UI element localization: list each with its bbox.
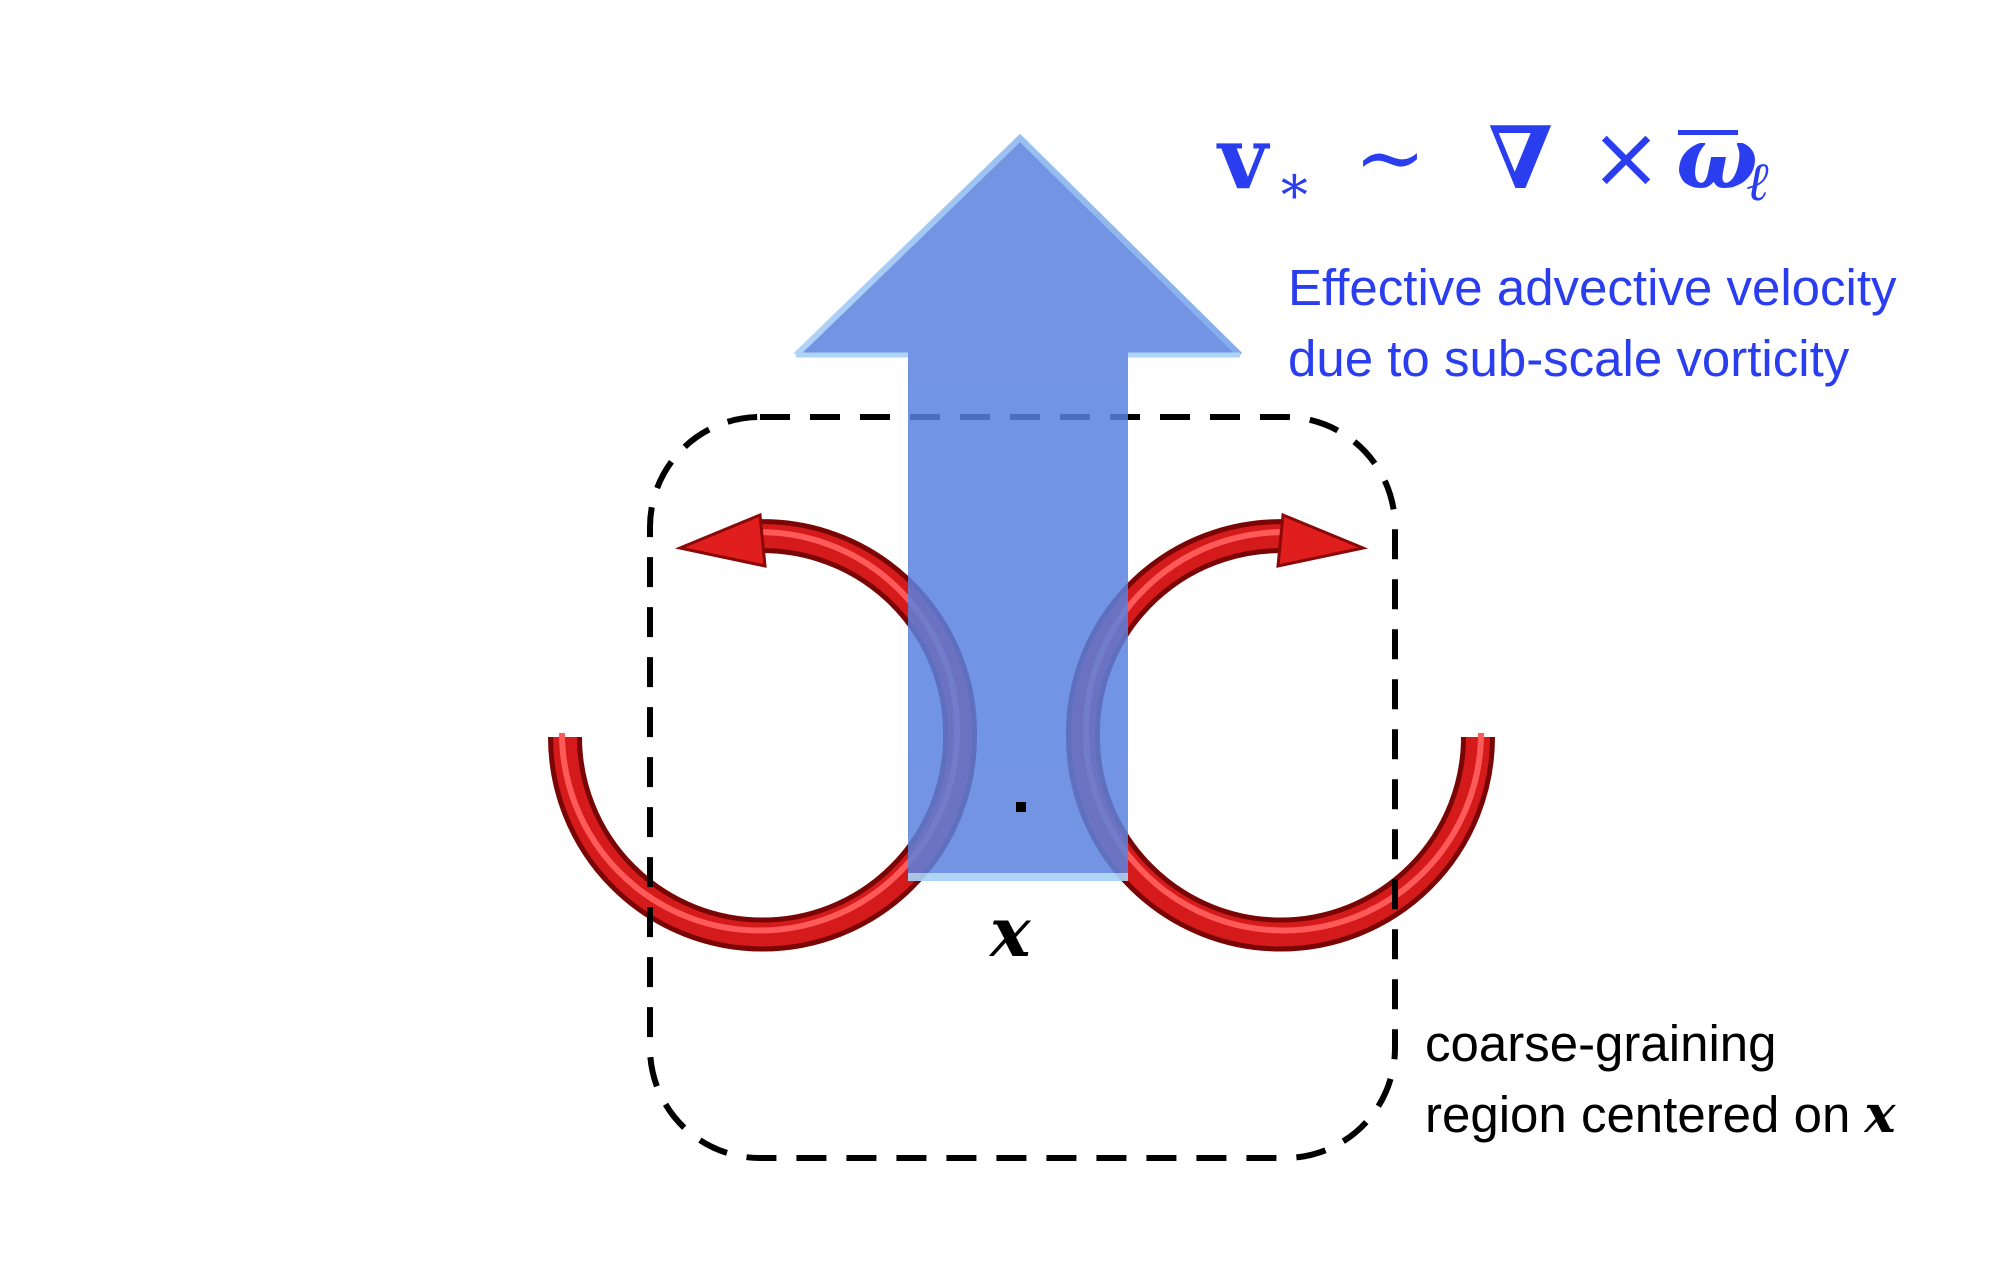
eq-sub-ell: ℓ: [1746, 150, 1769, 213]
eq-times: ×: [1590, 108, 1663, 208]
effective-velocity-arrow: [793, 133, 1243, 881]
left-vortex-arrow: [548, 512, 978, 952]
region-annotation-line2: region centered on x: [1425, 1079, 1896, 1150]
point-label-x: x: [990, 893, 1031, 973]
region-annotation-text: region centered on: [1425, 1086, 1851, 1143]
right-vortex-arrow: [1065, 512, 1495, 952]
eq-omega: ω: [1676, 108, 1758, 209]
eq-nabla: ∇: [1488, 108, 1553, 209]
left-vortex-arrowhead: [674, 512, 767, 568]
right-vortex-arrowhead: [1276, 512, 1369, 568]
center-point-marker: [1016, 802, 1026, 812]
eq-sim: ∼: [1354, 108, 1427, 208]
eq-v: v: [1218, 108, 1268, 209]
region-annotation-line1: coarse-graining: [1425, 1015, 1777, 1072]
region-annotation-var: x: [1864, 1084, 1896, 1145]
eq-sub-star: ∗: [1276, 153, 1313, 216]
velocity-annotation-line1: Effective advective velocity: [1288, 259, 1897, 316]
velocity-annotation-line2: due to sub-scale vorticity: [1288, 330, 1850, 387]
eq-omega-bar: [1678, 130, 1738, 135]
